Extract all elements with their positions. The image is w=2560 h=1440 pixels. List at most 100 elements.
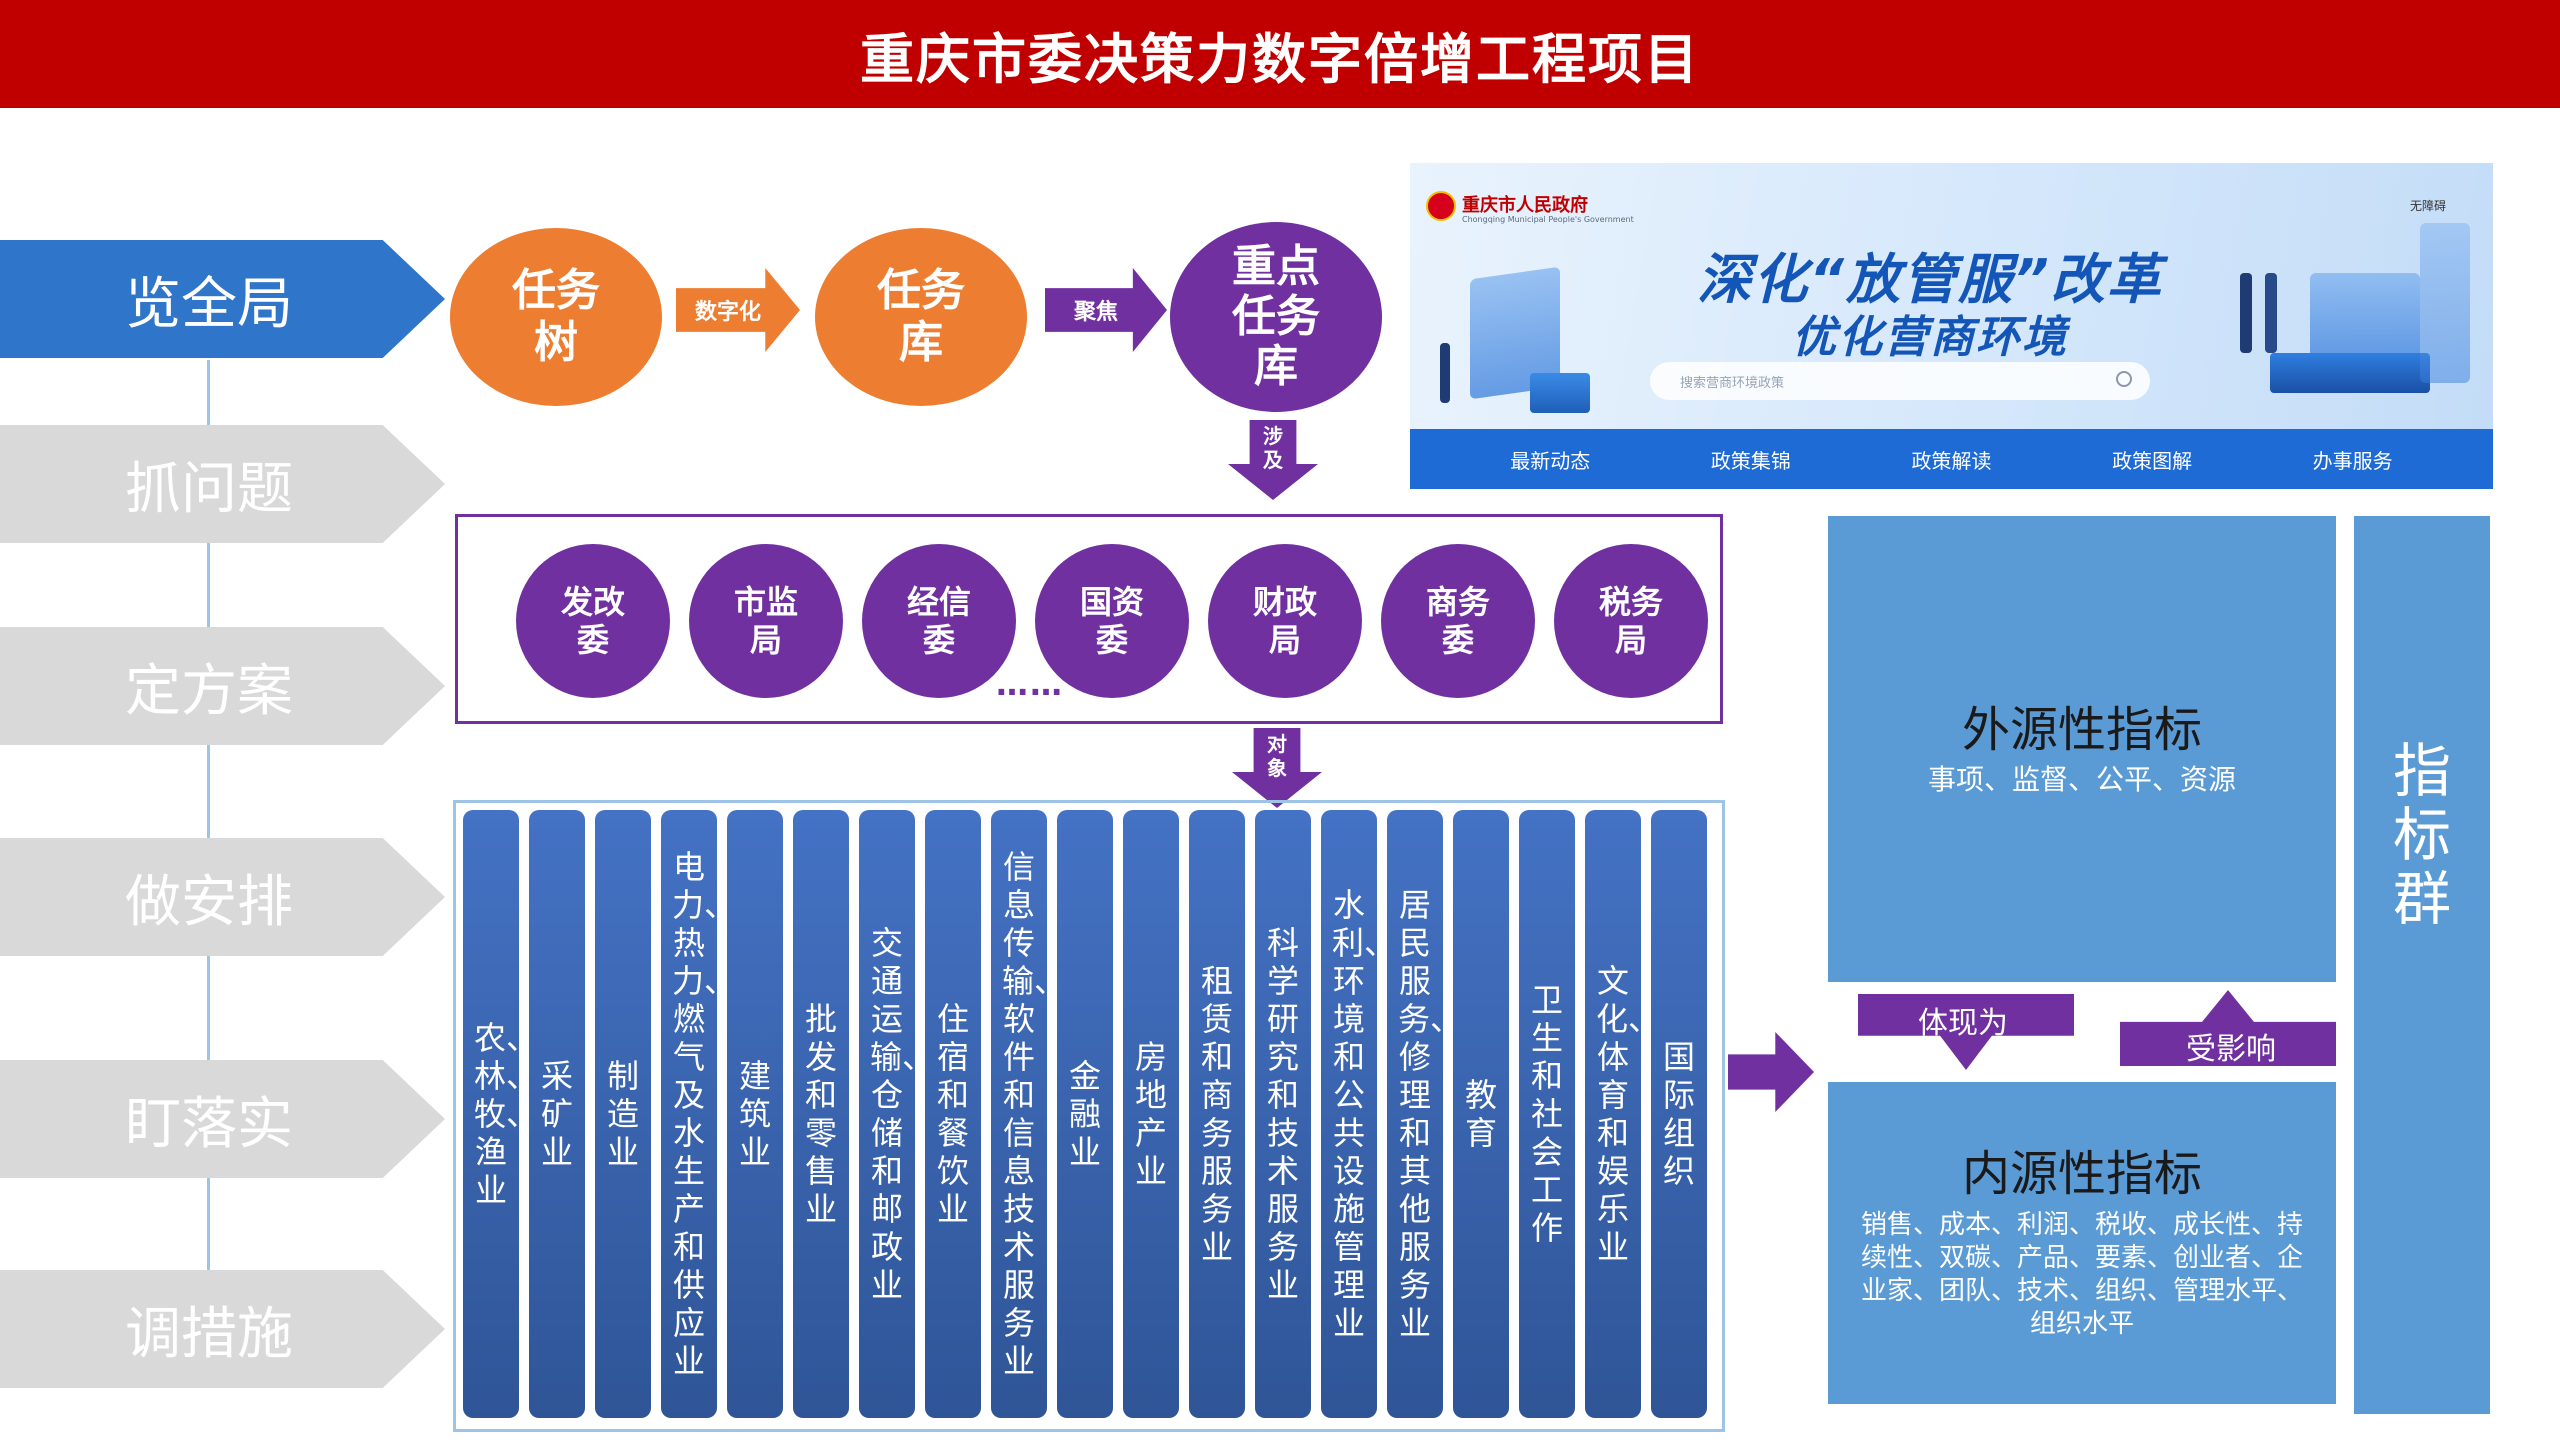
external-indicators-title: 外源性指标 xyxy=(1961,702,2202,758)
dept-ndrc: 发改 委 xyxy=(516,544,670,698)
step-adjust[interactable]: 调措施 xyxy=(0,1270,445,1388)
industry-column: 农、林、牧、渔业 xyxy=(463,810,539,1418)
step-overview[interactable]: 览全局 xyxy=(0,240,445,358)
search-icon[interactable] xyxy=(2116,371,2132,387)
internal-indicators-box: 内源性指标 销售、成本、利润、税收、成长性、持续性、双碳、产品、要素、创业者、企… xyxy=(1828,1082,2336,1404)
gov-slogan-line1: 深化“放管服”改革 xyxy=(1697,248,2163,311)
gov-nav-latest[interactable]: 最新动态 xyxy=(1510,448,1591,473)
industry-column: 科学研究和技术服务业 xyxy=(1255,810,1311,1418)
internal-indicators-items: 销售、成本、利润、税收、成长性、持续性、双碳、产品、要素、创业者、企业家、团队、… xyxy=(1860,1210,2303,1339)
gov-site-name-en: Chongqing Municipal People's Government xyxy=(1462,215,1634,224)
industry-label: 房地产业 xyxy=(1134,1038,1167,1190)
industry-label: 教育 xyxy=(1464,1076,1497,1152)
industry-column: 交通运输、仓储和邮政业 xyxy=(859,810,935,1418)
steps-connector-line xyxy=(207,360,210,1310)
businessman-illustration xyxy=(2240,273,2252,353)
dept-commerce: 商务 委 xyxy=(1381,544,1535,698)
dept-market: 市监 局 xyxy=(689,544,843,698)
industry-label: 制造业 xyxy=(606,1057,639,1171)
reflects-label: 体现为 xyxy=(1918,1006,2008,1041)
gov-nav-interpret[interactable]: 政策解读 xyxy=(1911,448,1992,473)
server-block-illustration xyxy=(1530,373,1590,413)
step-implement[interactable]: 盯落实 xyxy=(0,1060,445,1178)
industry-label: 卫生和社会工作 xyxy=(1530,981,1563,1247)
building-illustration xyxy=(2420,223,2470,383)
industry-column: 国际组织 xyxy=(1651,810,1707,1418)
step-problems[interactable]: 抓问题 xyxy=(0,425,445,543)
involve-arrow: 涉 及 xyxy=(1228,420,1318,500)
gov-search-input[interactable]: 搜索营商环境政策 xyxy=(1650,362,2150,400)
industry-column: 教育 xyxy=(1453,810,1509,1418)
influenced-label: 受影响 xyxy=(2186,1032,2276,1067)
industry-label: 居民服务、修理和其他服务业 xyxy=(1398,886,1463,1342)
industry-label: 信息传输、软件和信息技术服务业 xyxy=(1002,848,1067,1380)
industry-column: 金融业 xyxy=(1057,810,1113,1418)
industry-column: 水利、环境和公共设施管理业 xyxy=(1321,810,1397,1418)
industry-column: 房地产业 xyxy=(1123,810,1179,1418)
platform-illustration xyxy=(2270,353,2430,393)
industry-label: 科学研究和技术服务业 xyxy=(1266,924,1299,1304)
external-indicators-box: 外源性指标 事项、监督、公平、资源 xyxy=(1828,516,2336,982)
industry-column: 租赁和商务服务业 xyxy=(1189,810,1245,1418)
focus-label: 聚焦 xyxy=(1073,300,1118,325)
dept-finance: 财政 局 xyxy=(1208,544,1362,698)
industry-label: 文化、体育和娱乐业 xyxy=(1596,962,1661,1266)
industry-column: 文化、体育和娱乐业 xyxy=(1585,810,1661,1418)
industry-label: 租赁和商务服务业 xyxy=(1200,962,1233,1266)
dept-sasac: 国资 委 xyxy=(1035,544,1189,698)
gov-nav-services[interactable]: 办事服务 xyxy=(2312,448,2393,473)
industry-column: 居民服务、修理和其他服务业 xyxy=(1387,810,1463,1418)
title-bar xyxy=(0,0,2560,108)
internal-indicators-title: 内源性指标 xyxy=(1961,1146,2202,1202)
object-arrow: 对 象 xyxy=(1232,728,1322,808)
to-indicators-arrow xyxy=(1728,1032,1814,1112)
industry-column: 采矿业 xyxy=(529,810,585,1418)
focus-arrow: 聚焦 xyxy=(1045,268,1167,352)
person-illustration xyxy=(1440,343,1450,403)
industry-label: 住宿和餐饮业 xyxy=(936,1000,969,1228)
industry-column: 信息传输、软件和信息技术服务业 xyxy=(991,810,1067,1418)
industry-column: 电力、热力、燃气及水生产和供应业 xyxy=(661,810,737,1418)
industry-column: 卫生和社会工作 xyxy=(1519,810,1575,1418)
industry-label: 水利、环境和公共设施管理业 xyxy=(1332,886,1397,1342)
gov-site-name: 重庆市人民政府 xyxy=(1462,195,1588,216)
dept-tax: 税务 局 xyxy=(1554,544,1708,698)
accessibility-link[interactable]: 无障碍 xyxy=(2410,199,2447,213)
indicator-group-box: 指标群 xyxy=(2354,516,2490,1414)
gov-nav-graphics[interactable]: 政策图解 xyxy=(2112,448,2193,473)
industry-label: 建筑业 xyxy=(738,1057,771,1171)
gov-nav-bar: 最新动态 政策集锦 政策解读 政策图解 办事服务 xyxy=(1410,429,2493,489)
gov-nav-policies[interactable]: 政策集锦 xyxy=(1710,448,1791,473)
page-title: 重庆市委决策力数字倍增工程项目 xyxy=(860,27,1700,91)
departments-more: …… xyxy=(996,665,1064,703)
task-tree-node: 任务 树 xyxy=(450,228,662,406)
object-label: 对 象 xyxy=(1267,732,1287,780)
industry-column: 住宿和餐饮业 xyxy=(925,810,981,1418)
monitor-illustration xyxy=(2310,273,2420,363)
digitize-label: 数字化 xyxy=(694,300,761,325)
key-task-library-node: 重点 任务 库 xyxy=(1170,222,1382,412)
gov-website-banner[interactable]: 重庆市人民政府 Chongqing Municipal People's Gov… xyxy=(1410,163,2493,489)
industry-label: 国际组织 xyxy=(1662,1038,1695,1190)
industry-column: 建筑业 xyxy=(727,810,783,1418)
industry-label: 农、林、牧、渔业 xyxy=(474,1019,539,1209)
businessman-illustration xyxy=(2265,273,2277,353)
external-indicators-items: 事项、监督、公平、资源 xyxy=(1927,763,2236,796)
industry-label: 交通运输、仓储和邮政业 xyxy=(870,924,935,1304)
industry-column: 批发和零售业 xyxy=(793,810,849,1418)
departments-box xyxy=(455,514,1723,724)
dept-econinfo: 经信 委 xyxy=(862,544,1016,698)
gov-slogan-line2: 优化营商环境 xyxy=(1792,312,2068,363)
industries-box xyxy=(453,800,1725,1432)
national-emblem-icon xyxy=(1426,191,1456,221)
task-library-node: 任务 库 xyxy=(815,228,1027,406)
industry-column: 制造业 xyxy=(595,810,651,1418)
industry-label: 电力、热力、燃气及水生产和供应业 xyxy=(672,848,737,1380)
step-plan[interactable]: 定方案 xyxy=(0,627,445,745)
involve-label: 涉 及 xyxy=(1263,424,1283,472)
industry-label: 采矿业 xyxy=(540,1057,573,1171)
industry-label: 金融业 xyxy=(1068,1057,1101,1171)
indicator-group-label: 指标群 xyxy=(2392,737,2451,933)
digitize-arrow: 数字化 xyxy=(676,268,800,352)
step-arrange[interactable]: 做安排 xyxy=(0,838,445,956)
